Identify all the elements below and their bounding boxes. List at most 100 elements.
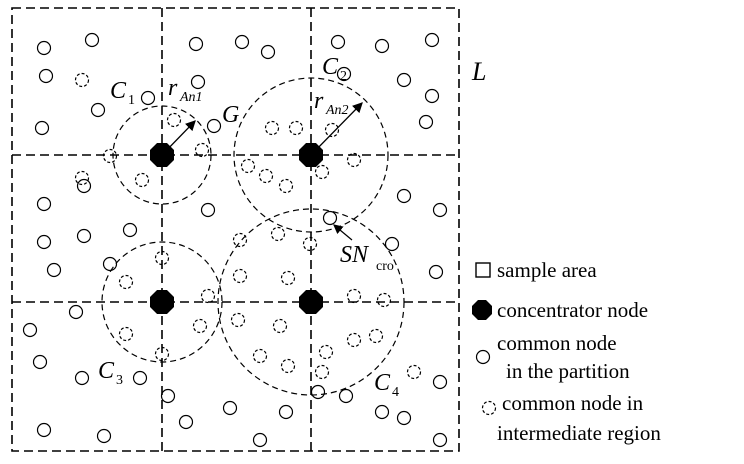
intermediate-common-node [154,346,170,362]
intermediate-common-node [318,344,334,360]
partition-common-node [428,264,444,280]
partition-common-node [76,228,92,244]
partition-common-node [68,304,84,320]
radius1-sub: An1 [179,90,203,105]
partition-common-node [322,210,338,226]
partition-common-node [432,432,448,448]
legend-partition-text-1: common node [497,331,617,355]
radius2-sub: An2 [325,103,349,118]
cluster4-sub: 4 [392,385,399,400]
legend-intermediate-text-2: intermediate region [497,421,661,445]
intermediate-common-node [194,142,210,158]
concentrator-group [150,143,323,314]
intermediate-common-node [264,120,280,136]
partition-common-node [36,234,52,250]
partition-common-node [36,422,52,438]
legend-sample-area-text: sample area [497,258,597,282]
intermediate-common-node [270,226,286,242]
partition-common-node [424,88,440,104]
intermediate-common-node [280,270,296,286]
concentrator-node [150,290,174,314]
partition-node-group [22,32,448,448]
intermediate-common-node [102,148,118,164]
partition-common-node [90,102,106,118]
intermediate-common-node [278,178,294,194]
partition-common-node [190,74,206,90]
intermediate-common-node [258,168,274,184]
boundary-square [11,7,460,452]
intermediate-common-node [192,318,208,334]
legend-partition-text-2: in the partition [506,359,630,383]
intermediate-common-node [200,288,216,304]
legend-intermediate-icon [481,400,497,416]
intermediate-common-node [346,152,362,168]
partition-common-node [102,256,118,272]
intermediate-common-node [74,170,90,186]
partition-common-node [374,404,390,420]
intermediate-common-node [406,364,422,380]
partition-common-node [96,428,112,444]
partition-common-node [374,38,390,54]
legend-concentrator-text: concentrator node [497,298,648,322]
intermediate-common-node [280,358,296,374]
partition-common-node [76,178,92,194]
partition-common-node [36,40,52,56]
intermediate-node-group [74,72,422,380]
partition-common-node [418,114,434,130]
partition-common-node [432,202,448,218]
legend: sample area concentrator node common nod… [472,258,661,445]
sample-area-grid [11,7,460,452]
partition-common-node [336,66,352,82]
cluster3-label: C [98,358,115,384]
partition-common-node [278,404,294,420]
partition-common-node [338,388,354,404]
cross-node-arrow [333,224,353,241]
intermediate-common-node [346,288,362,304]
intermediate-common-node [230,312,246,328]
radius1-arrow [161,120,196,156]
partition-common-node [396,72,412,88]
partition-common-node [396,410,412,426]
concentrator-node [299,290,323,314]
legend-partition-icon [475,349,491,365]
partition-common-node [122,222,138,238]
intermediate-common-node [346,332,362,348]
partition-common-node [206,118,222,134]
intermediate-common-node [232,232,248,248]
cluster1-label: C [110,78,127,104]
radius2-arrow [310,102,363,156]
partition-common-node [396,188,412,204]
intermediate-common-node [272,318,288,334]
legend-sample-area-icon [475,262,491,278]
partition-common-node [424,32,440,48]
cluster1-sub: 1 [128,93,135,108]
partition-common-node [32,354,48,370]
partition-common-node [252,432,268,448]
legend-concentrator-icon [472,300,492,320]
partition-common-node [74,370,90,386]
cluster2-label: C [322,54,339,80]
partition-common-node [140,90,156,106]
partition-common-node [84,32,100,48]
intermediate-common-node [118,326,134,342]
cluster2-sub: 2 [340,69,347,84]
intermediate-common-node [154,250,170,266]
cluster-circles [101,77,405,396]
cluster4-label: C [374,370,391,396]
cluster-c3-circle [101,241,223,363]
partition-common-node [36,196,52,212]
intermediate-common-node [74,72,90,88]
partition-common-node [384,236,400,252]
radius2-label: r [314,88,324,114]
intermediate-common-node [134,172,150,188]
gateway-label: G [222,102,239,128]
intermediate-common-node [118,274,134,290]
partition-common-node [234,34,250,50]
partition-common-node [38,68,54,84]
partition-common-node [188,36,204,52]
cluster-c2-circle [233,77,389,233]
cross-node-label: SN [340,242,370,268]
radius1-label: r [168,75,178,101]
partition-common-node [200,202,216,218]
